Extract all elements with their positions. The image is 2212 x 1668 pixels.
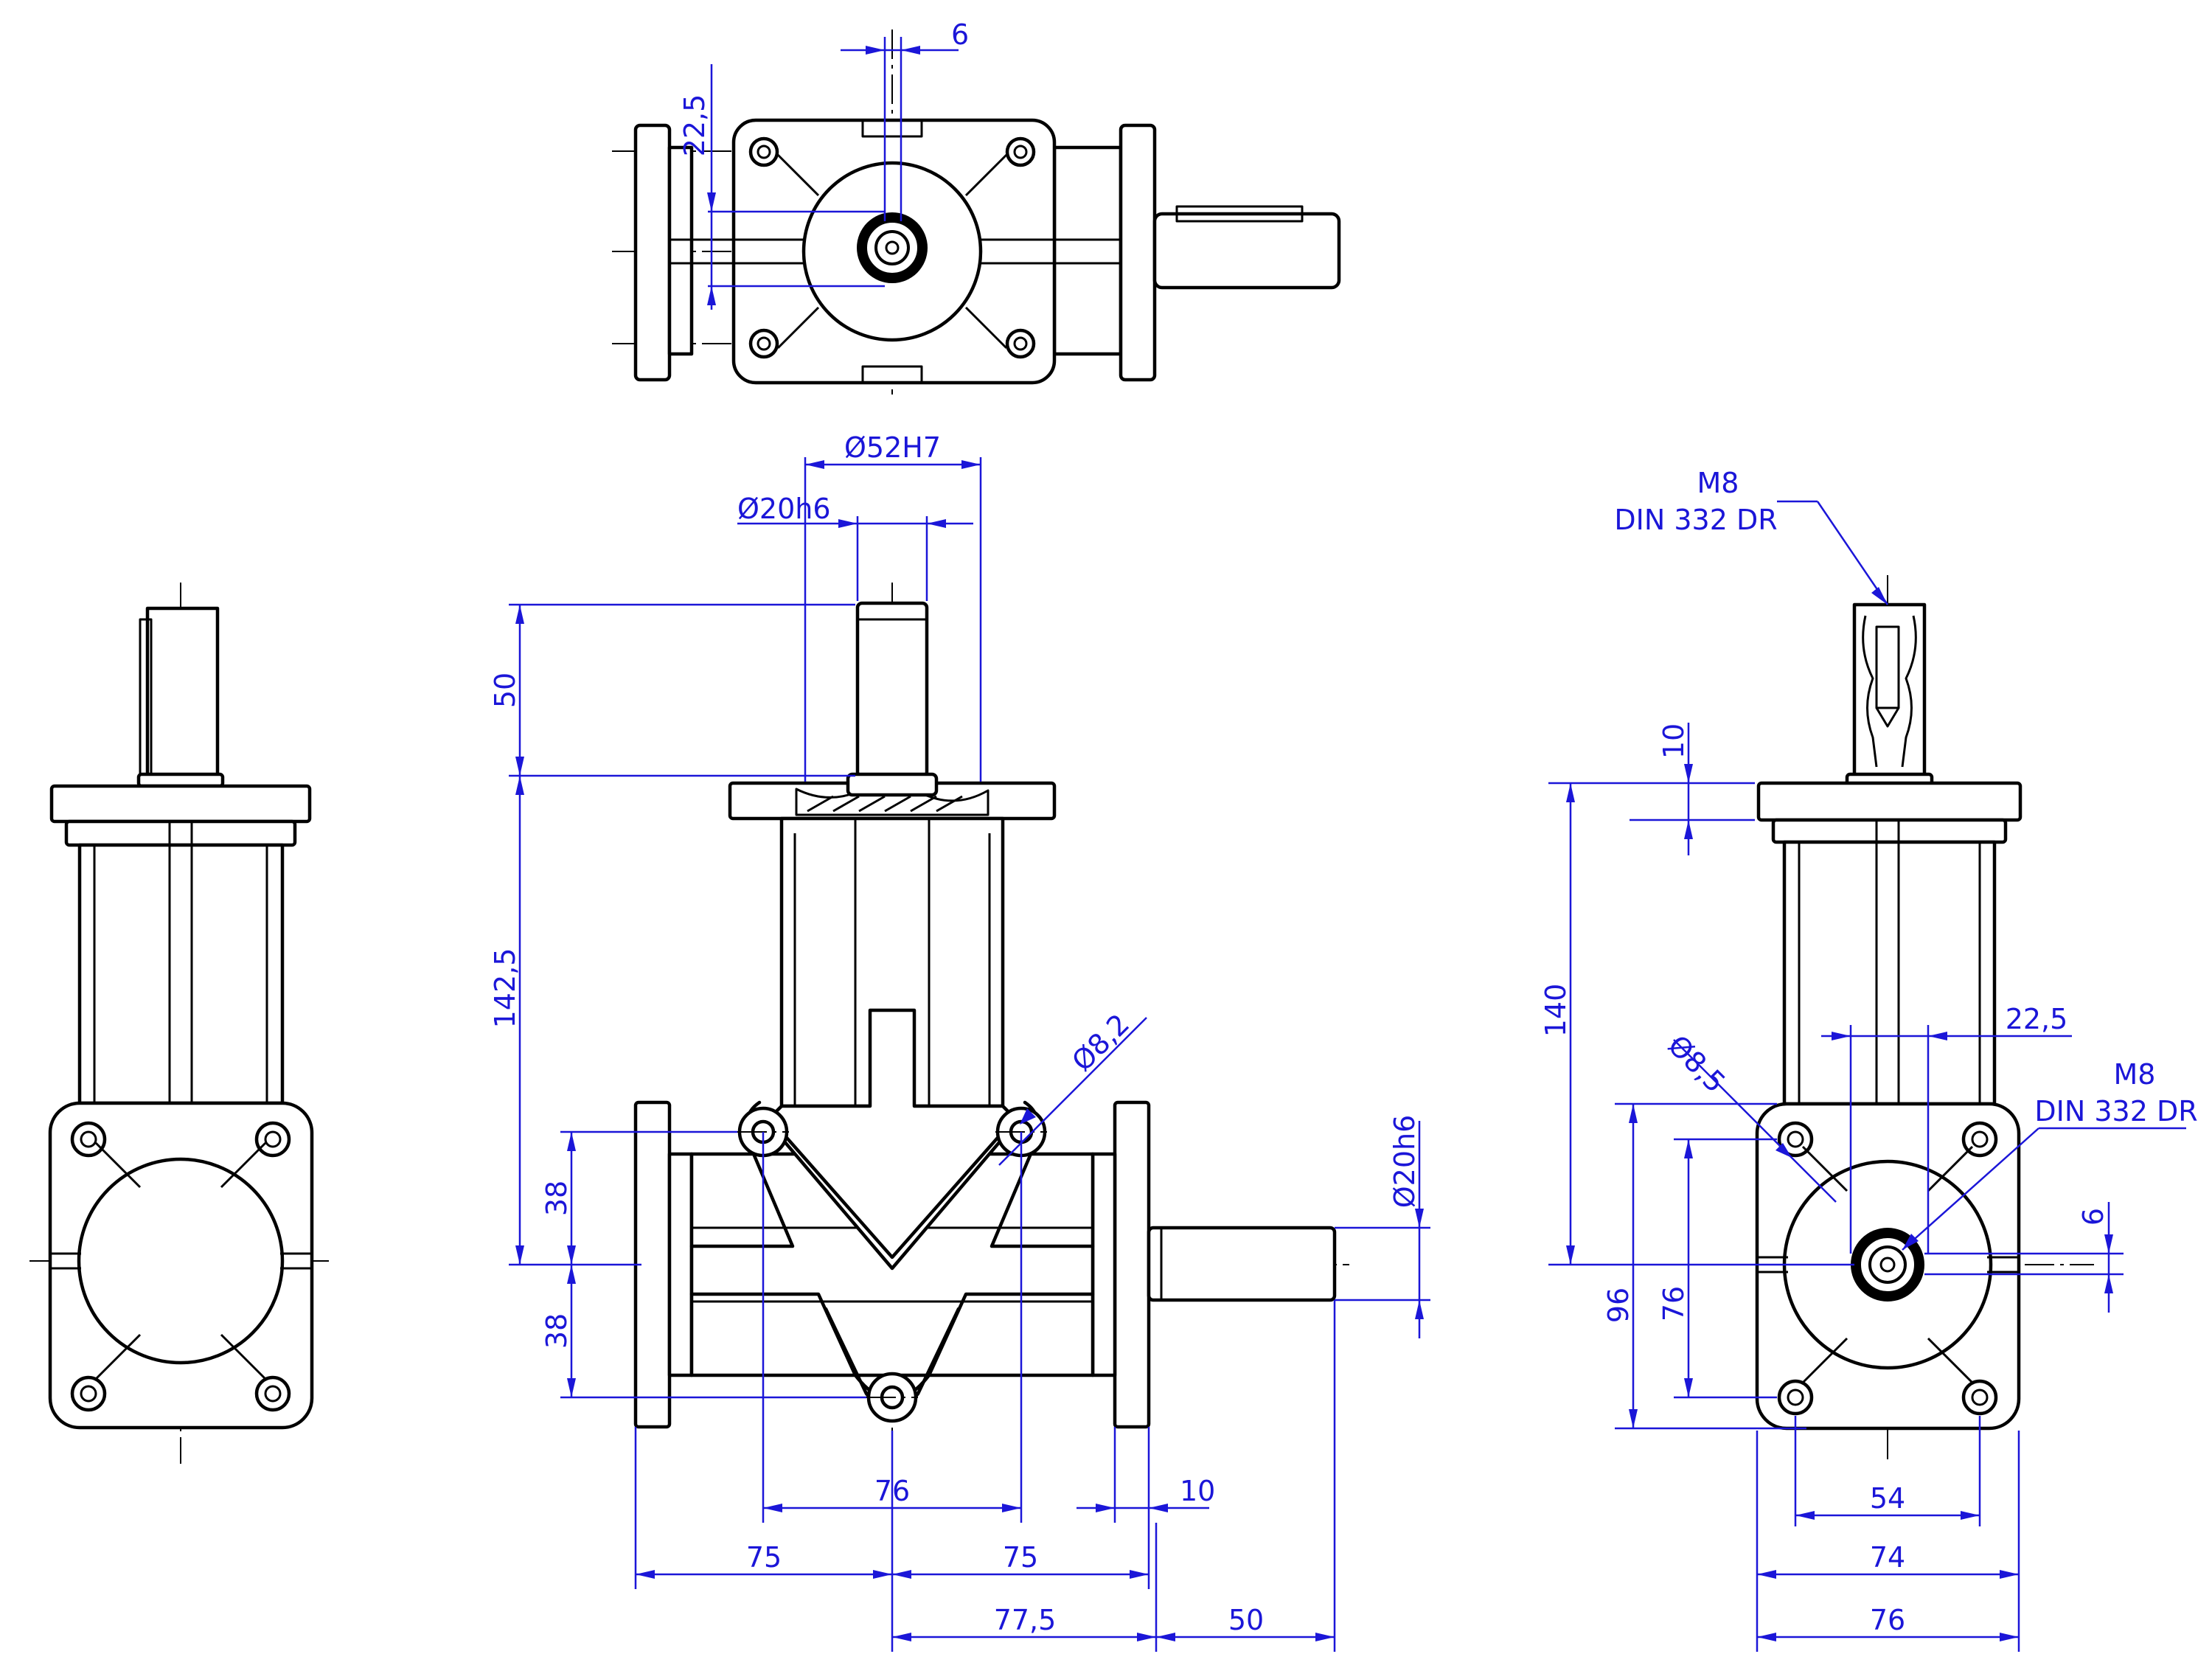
front-dim-flange-thickness: 10 [1180,1475,1215,1507]
side-thread-top-line2: DIN 332 DR [1614,504,1777,536]
side-view: M8 DIN 332 DR 10 140 Ø8,5 22,5 M8 DIN 33… [1540,467,2198,1652]
side-thread-right-line1: M8 [2114,1058,2156,1091]
side-dim-width-54: 54 [1870,1482,1905,1515]
side-dim-height-140: 140 [1540,984,1572,1038]
front-dim-hole-dia: Ø8,2 [1065,1007,1135,1077]
front-dim-shaft-right: Ø20h6 [1388,1115,1421,1209]
side-dim-height-96: 96 [1602,1288,1635,1323]
side-thread-right-line2: DIN 332 DR [2034,1095,2197,1127]
top-dim-key-depth: 22,5 [678,94,711,157]
front-dim-shaft-length-right: 50 [1228,1604,1264,1636]
top-dim-key-offset: 6 [951,18,969,51]
front-dim-axis-to-flange: 77,5 [994,1604,1057,1636]
front-dim-half-left: 75 [746,1541,782,1574]
top-view: 6 22,5 [612,18,1341,395]
front-dim-hole-upper: 38 [540,1181,573,1216]
front-dim-flange-to-axis: 142,5 [489,948,521,1029]
front-dim-bore: Ø52H7 [844,431,941,464]
side-thread-top-line1: M8 [1697,467,1739,499]
front-view: Ø52H7 Ø20h6 50 142,5 38 38 Ø8,2 Ø20h6 [489,431,1430,1652]
left-view [29,583,332,1464]
side-dim-width-74: 74 [1870,1541,1905,1574]
side-dim-flange-thickness: 10 [1658,723,1690,759]
front-dim-hole-lower: 38 [540,1313,573,1349]
front-dim-shaft-top: Ø20h6 [737,493,831,525]
side-dim-width-76: 76 [1870,1604,1905,1636]
side-dim-key-width: 22,5 [2006,1003,2068,1035]
side-dim-height-76: 76 [1658,1286,1690,1321]
side-dim-key-6: 6 [2077,1208,2110,1226]
front-dim-shaft-length-top: 50 [489,673,521,708]
front-dim-half-right: 75 [1003,1541,1038,1574]
